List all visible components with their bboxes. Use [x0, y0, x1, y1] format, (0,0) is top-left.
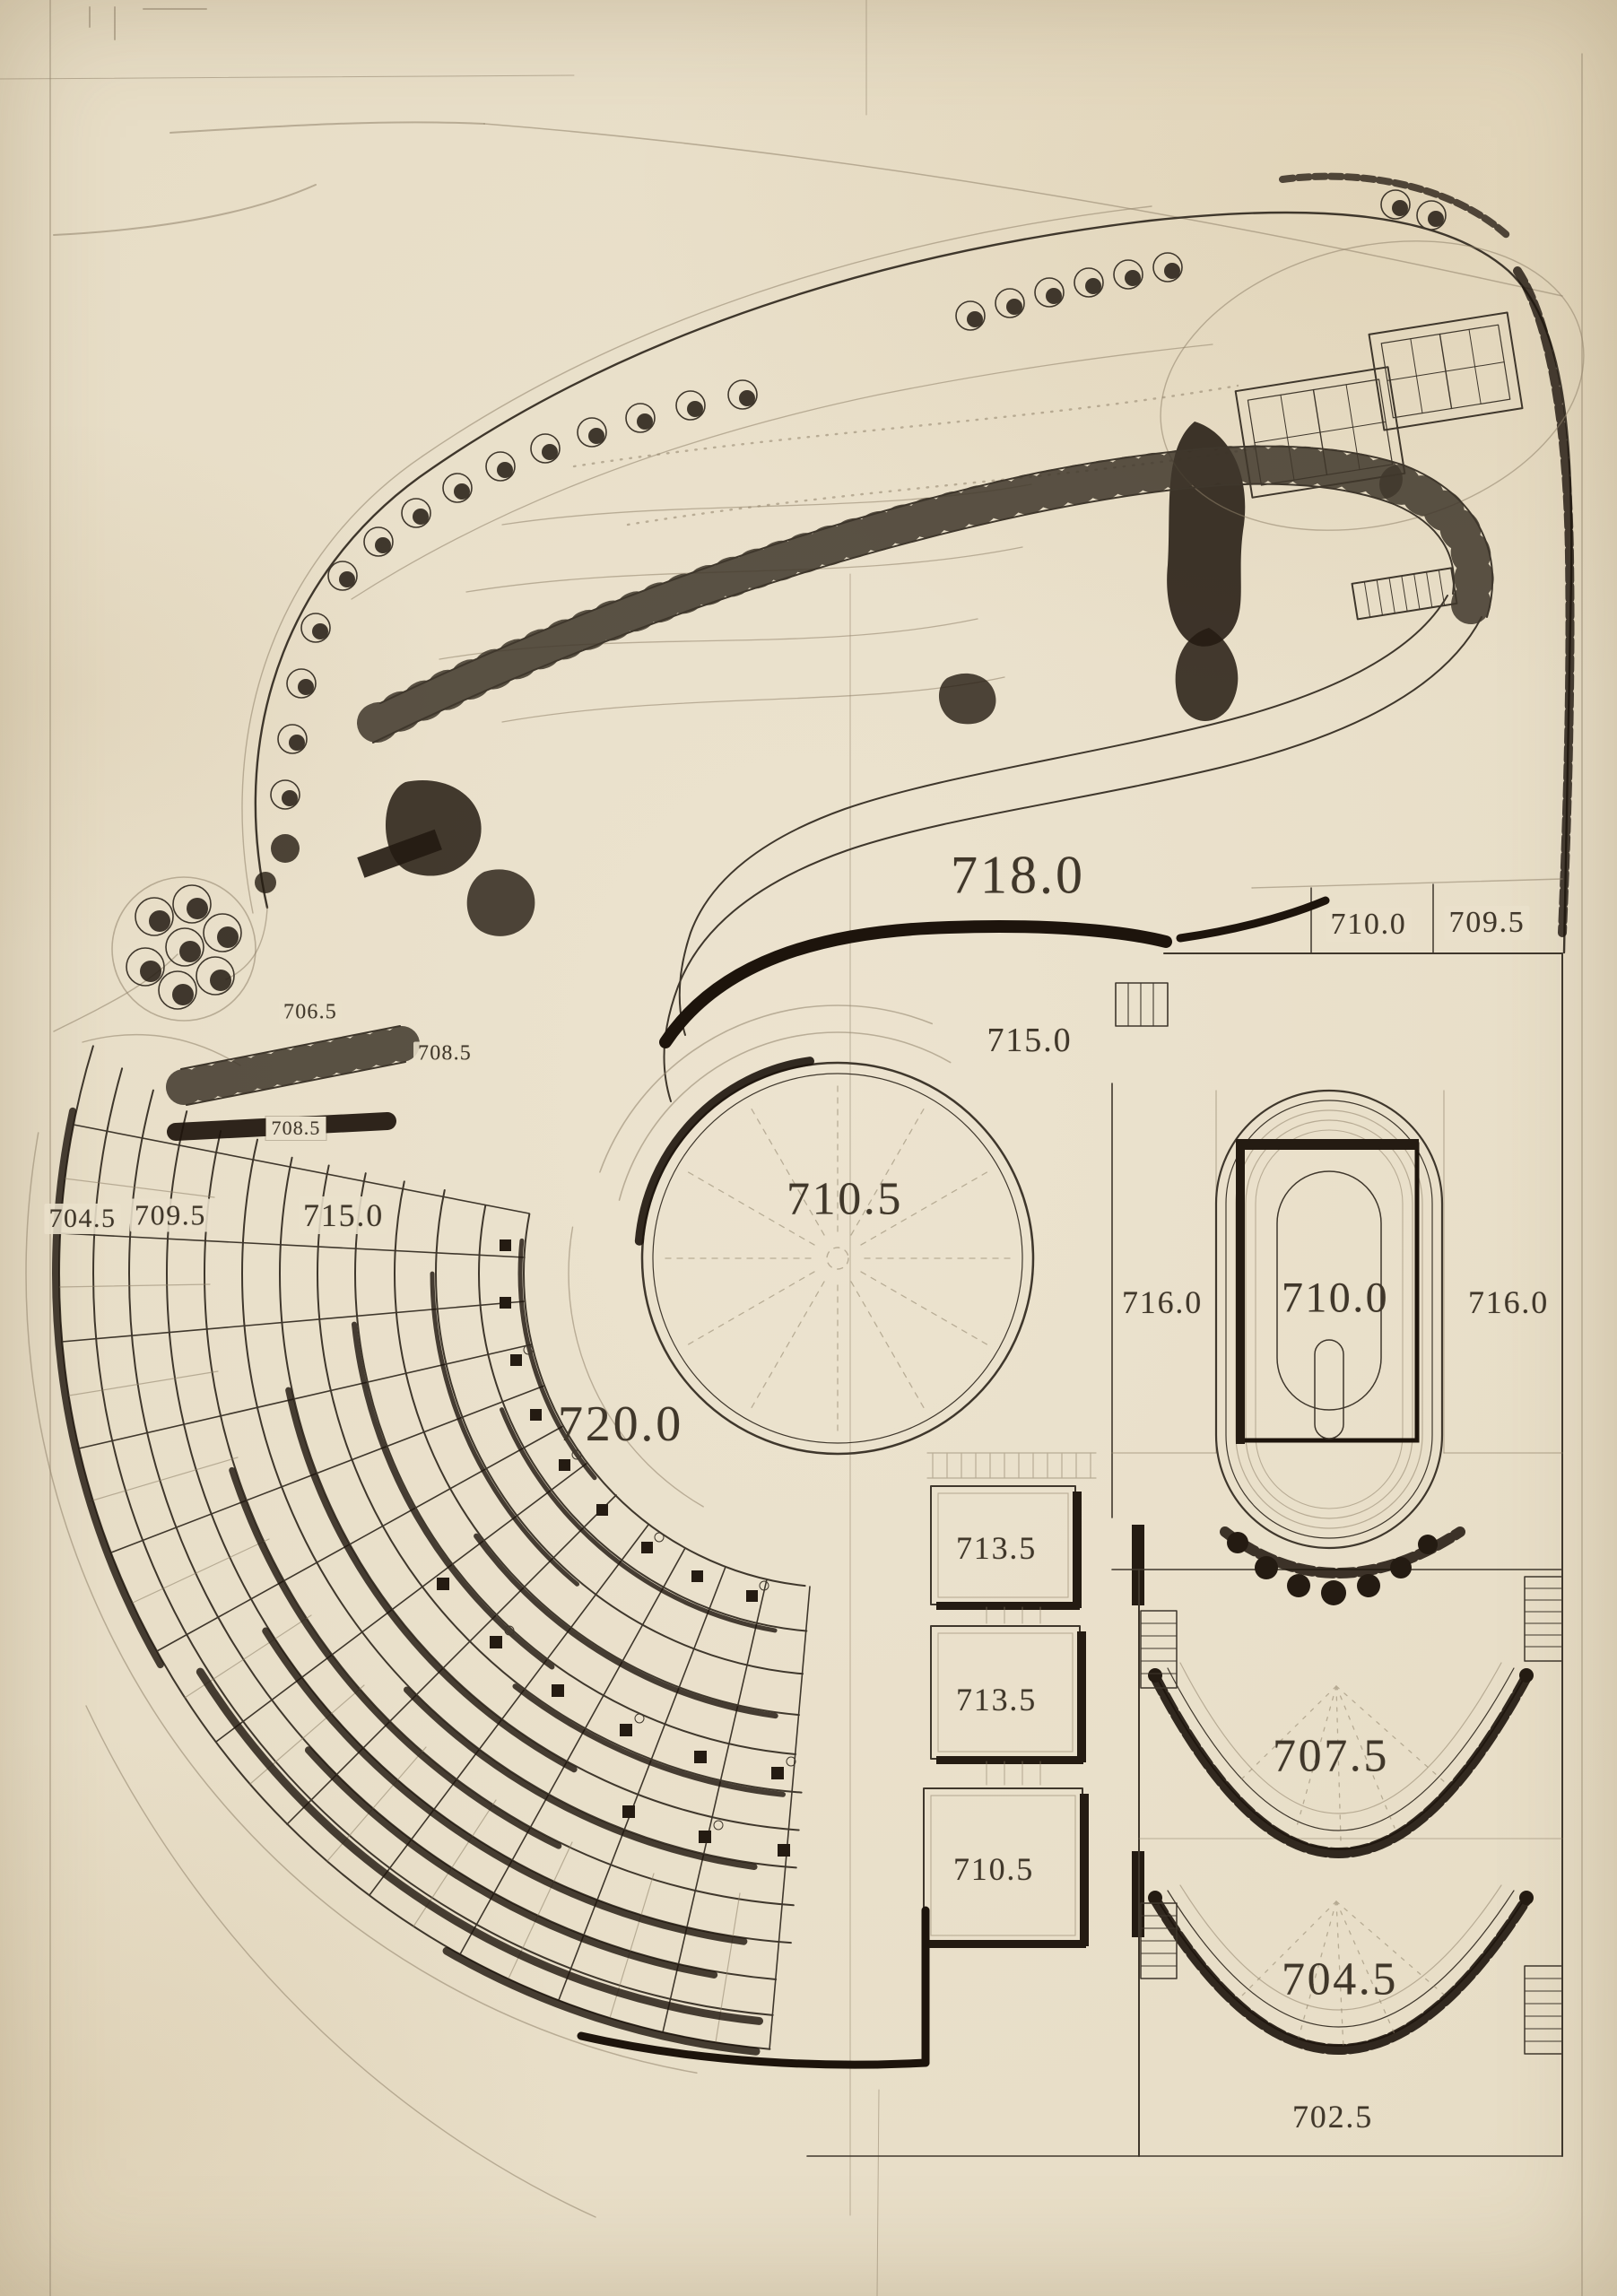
amphitheater-aisles: [59, 1124, 811, 2050]
central-plaza-circle: [640, 1061, 1035, 1456]
stair-ladders: [1140, 1576, 1563, 2055]
elevation-label-707-5: 707.5: [1273, 1730, 1389, 1782]
stair-west-upper: [1140, 1610, 1178, 1689]
elevation-label-716-0-left: 716.0: [1122, 1284, 1203, 1320]
stair-west-lower: [1140, 1902, 1178, 1979]
tennis-courts: [1160, 240, 1585, 621]
elevation-label-706-5: 706.5: [279, 1000, 342, 1025]
stair-east-upper: [1524, 1576, 1563, 1662]
plaza-steps: [1115, 982, 1169, 1027]
elevation-label-716-0-right: 716.0: [1468, 1284, 1549, 1320]
elevation-label-710-0-north: 710.0: [1326, 908, 1412, 942]
east-plots: [1111, 878, 1563, 1605]
elevation-label-708-5-a: 708.5: [413, 1041, 476, 1066]
elevation-label-710-5-room: 710.5: [953, 1851, 1034, 1887]
oval-shrubs: [1220, 1526, 1465, 1605]
track-oval: [1214, 1089, 1444, 1550]
elevation-label-713-5-a: 713.5: [956, 1530, 1037, 1566]
amphitheater-shadows: [51, 487, 1617, 2060]
elevation-label-720-0: 720.0: [558, 1396, 683, 1452]
promenade: [584, 595, 1482, 1512]
elevation-label-709-5-west: 709.5: [130, 1198, 211, 1232]
elevation-label-710-5-plaza: 710.5: [787, 1173, 903, 1225]
elevation-label-702-5: 702.5: [1292, 2099, 1373, 2135]
site-boundary: [53, 172, 1575, 1066]
stepped-walkway: [166, 445, 1494, 1106]
roads: [53, 121, 1563, 2216]
elevation-label-708-5-b: 708.5: [265, 1117, 326, 1140]
paper-creases: [0, 0, 1583, 2296]
south-terraces: [806, 1569, 1563, 2157]
elevation-label-709-5-north: 709.5: [1444, 906, 1530, 940]
box-seats: [437, 1239, 796, 1857]
elevation-label-704-5-south: 704.5: [1282, 1953, 1398, 2005]
tennis-court-b: [1368, 311, 1524, 431]
elevation-label-715-0-walk: 715.0: [987, 1022, 1073, 1059]
elevation-label-718-0: 718.0: [951, 845, 1085, 905]
rooms: [923, 1452, 1144, 1948]
central-plaza: [634, 1055, 1041, 1462]
stair-east-lower: [1524, 1965, 1563, 2055]
elevation-label-713-5-b: 713.5: [956, 1682, 1037, 1718]
plaza-spokes: [661, 1082, 1014, 1435]
amphitheater: [25, 461, 1617, 2218]
elevation-label-704-5-west: 704.5: [44, 1204, 121, 1234]
elevation-label-715-0-west: 715.0: [299, 1196, 388, 1234]
tree-cluster: [111, 876, 256, 1022]
elevation-label-710-0-pool: 710.0: [1282, 1274, 1389, 1322]
